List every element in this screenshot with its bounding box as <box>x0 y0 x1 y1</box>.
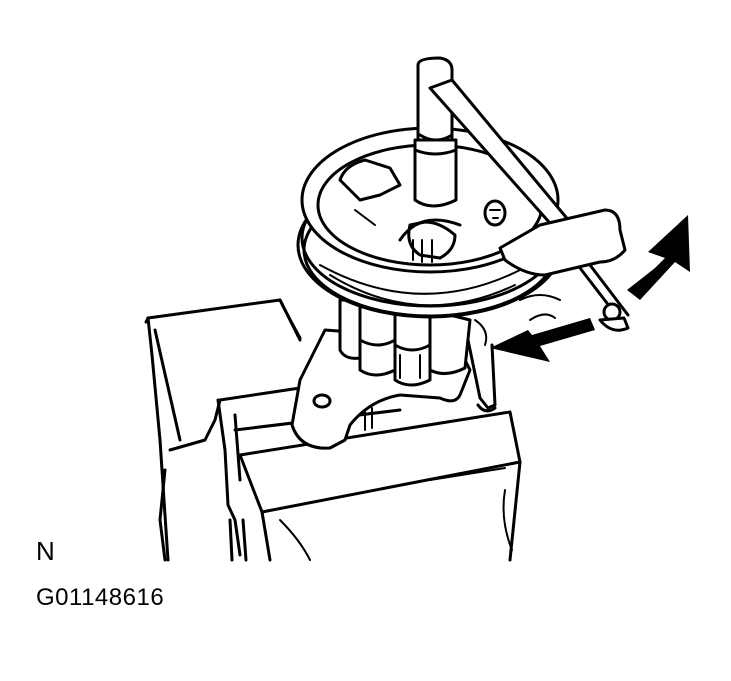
vise <box>144 298 522 562</box>
holding-tool <box>428 78 630 332</box>
pulley <box>296 56 564 319</box>
rotation-arrows <box>490 215 690 362</box>
figure-id: G01148616 <box>36 584 165 611</box>
pump-body <box>290 294 561 450</box>
rotate-arrow-left <box>490 318 595 362</box>
rotate-arrow-up <box>627 215 690 300</box>
vise-outline <box>278 298 302 340</box>
view-label: N <box>36 536 55 566</box>
